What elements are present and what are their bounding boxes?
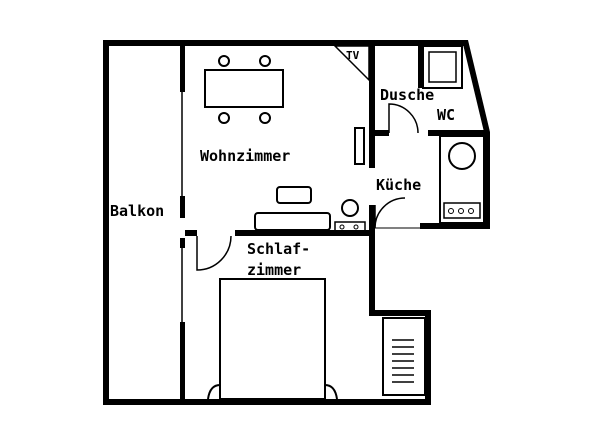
furniture (204, 45, 485, 400)
door-bath (388, 103, 419, 134)
balkon-divider (180, 46, 185, 399)
nightstand-icon (324, 384, 338, 400)
wall-bottom (103, 399, 431, 405)
chair-icon (218, 55, 230, 67)
label-wc: WC (437, 106, 455, 124)
couch-icon (254, 212, 331, 231)
shower-icon (422, 45, 463, 89)
chair-icon (259, 55, 271, 67)
room-labels: Balkon Wohnzimmer Schlaf- zimmer Küche D… (110, 49, 455, 279)
bed-icon (219, 278, 326, 400)
wall-step-top (369, 310, 431, 316)
sink-icon (448, 142, 476, 170)
wall-living-kitchen (369, 205, 375, 236)
label-balkon: Balkon (110, 202, 164, 220)
interior-walls (185, 46, 484, 236)
wall-wc-stub (418, 46, 423, 88)
wall-step-vertical (369, 226, 375, 316)
wall-bath-kitchen-right (428, 130, 484, 136)
plant-icon (341, 199, 359, 217)
label-kueche: Küche (376, 176, 421, 194)
wall-living-bedroom (185, 230, 197, 236)
wall-top (103, 40, 468, 46)
wall-kitchen-bottom (420, 223, 490, 229)
wall-right-lower (425, 310, 431, 405)
label-schlafzimmer-line2: zimmer (247, 261, 301, 279)
cabinet (354, 127, 365, 165)
label-dusche: Dusche (380, 86, 434, 104)
label-wohnzimmer: Wohnzimmer (200, 147, 290, 165)
tv-icon (333, 45, 370, 82)
label-schlafzimmer-line1: Schlaf- (247, 240, 310, 258)
wardrobe-icon (382, 317, 426, 396)
door-bedroom (196, 235, 232, 271)
doors (196, 103, 420, 271)
dining-table (204, 69, 284, 108)
label-tv: TV (346, 49, 360, 62)
wall-living-bedroom-right (235, 230, 375, 236)
coffee-table (276, 186, 312, 204)
wall-living-bath (369, 46, 375, 168)
stove-icon (443, 202, 481, 219)
chair-icon (218, 112, 230, 124)
chair-icon (259, 112, 271, 124)
wall-diagonal (462, 40, 490, 132)
kitchen-counter (439, 135, 485, 224)
wall-kitchen-right (484, 132, 490, 229)
side-table (334, 221, 366, 233)
nightstand-icon (207, 384, 221, 400)
wall-left (103, 40, 109, 405)
wall-bath-kitchen (375, 130, 389, 136)
outer-walls (103, 40, 490, 405)
door-kitchen (374, 197, 406, 229)
